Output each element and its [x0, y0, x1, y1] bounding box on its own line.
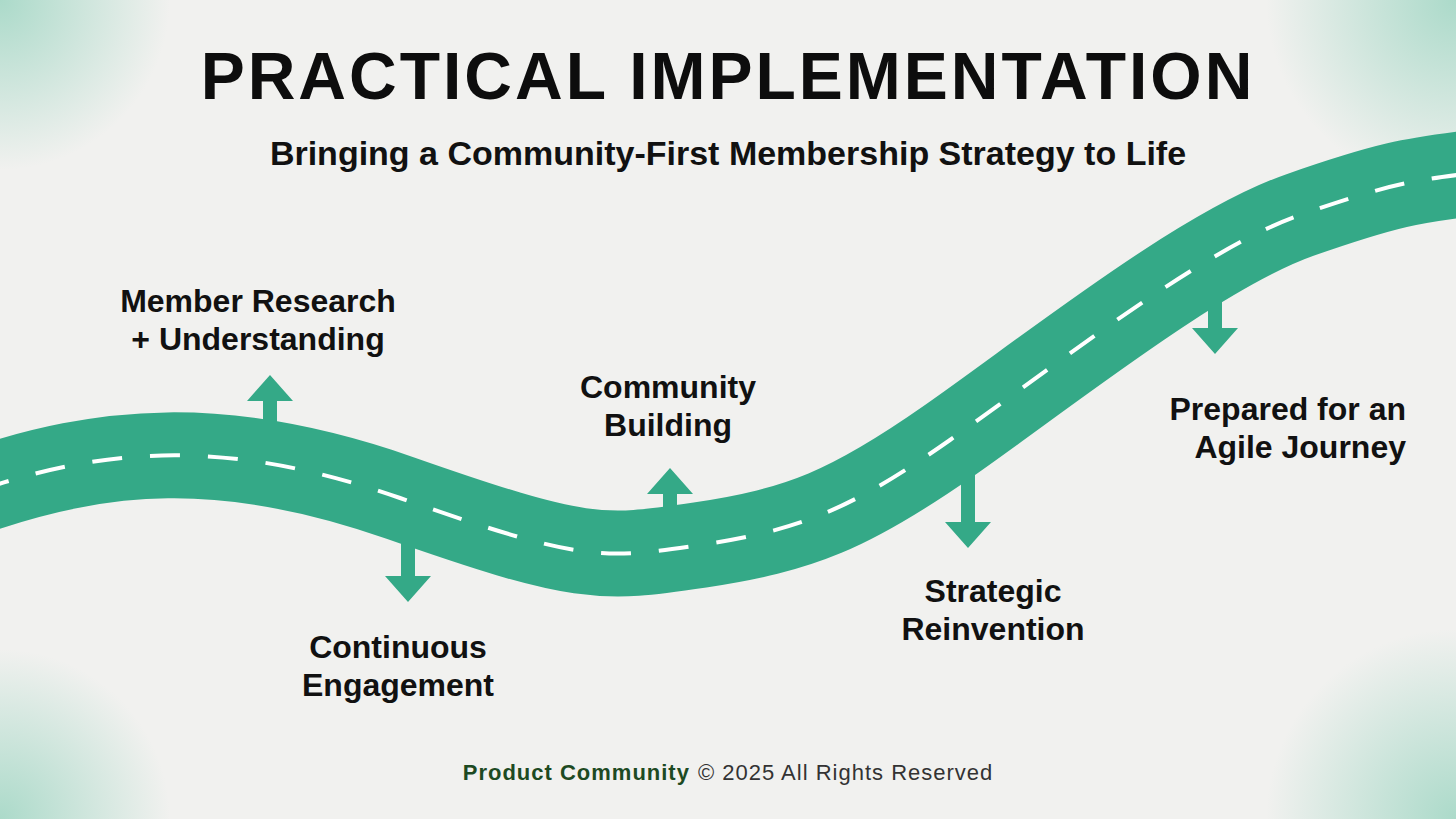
milestone-arrow [945, 466, 991, 548]
corner-glow [1266, 629, 1456, 819]
brand-name: Product Community [463, 758, 690, 788]
milestone-arrow [385, 536, 431, 602]
milestone-label: Prepared for an Agile Journey [1110, 390, 1406, 466]
milestone-label: Community Building [553, 368, 783, 444]
milestone-label: Strategic Reinvention [873, 572, 1113, 648]
corner-glow [0, 0, 170, 170]
milestone-label: Continuous Engagement [278, 628, 518, 704]
copyright: © 2025 All Rights Reserved [698, 758, 993, 788]
title: PRACTICAL IMPLEMENTATION [0, 36, 1456, 116]
road [0, 172, 1456, 553]
footer: Product Community © 2025 All Rights Reser… [0, 758, 1456, 788]
milestone-label: Member Research + Understanding [108, 282, 408, 358]
milestone-arrow [1192, 286, 1238, 354]
corner-glow [0, 649, 170, 819]
milestone-arrow [247, 375, 293, 422]
road-dashes [0, 172, 1456, 553]
milestone-arrow [647, 468, 693, 512]
subtitle: Bringing a Community-First Membership St… [0, 132, 1456, 174]
